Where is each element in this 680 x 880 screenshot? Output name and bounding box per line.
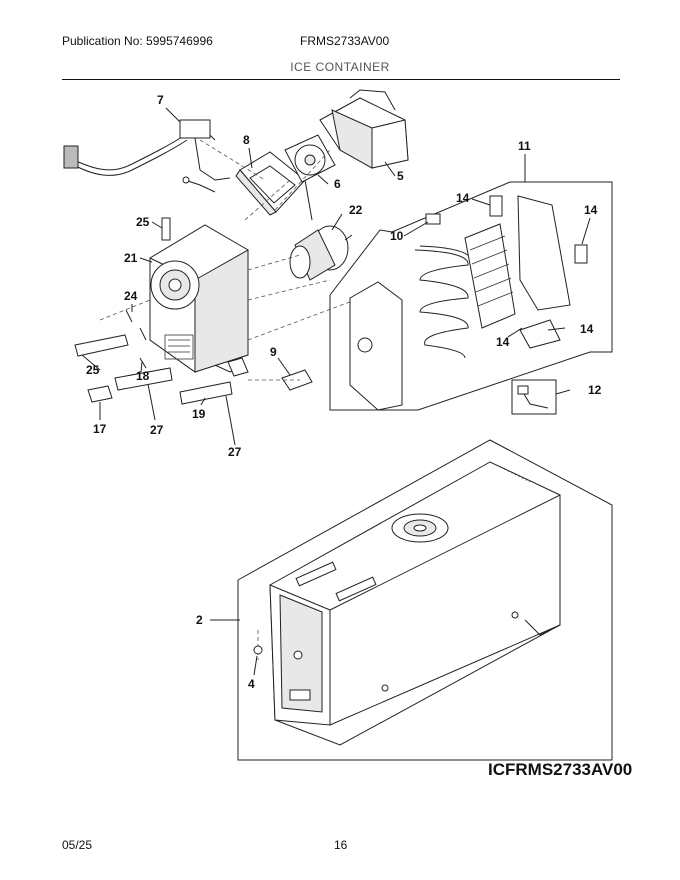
callout-27-b: 27	[228, 445, 242, 459]
callout-25-upper: 25	[136, 215, 150, 229]
section-title: ICE CONTAINER	[290, 60, 390, 74]
model-number: FRMS2733AV00	[300, 34, 390, 48]
callout-6: 6	[334, 177, 341, 191]
heat-exchanger	[464, 223, 516, 329]
callout-21: 21	[124, 251, 138, 265]
callout-18: 18	[136, 369, 150, 383]
callout-2: 2	[196, 613, 203, 627]
diagram-code: ICFRMS2733AV00	[488, 760, 632, 779]
callout-14-c: 14	[580, 322, 594, 336]
callout-27-a: 27	[150, 423, 164, 437]
part-21-auger-housing	[149, 224, 249, 373]
part-7-wire-harness	[63, 119, 231, 193]
part-6-fan	[284, 134, 336, 221]
part-22-auger-motor	[289, 225, 353, 281]
part-11-evaporator-box	[329, 181, 613, 411]
header-rule	[62, 79, 620, 80]
callout-14-a: 14	[456, 191, 470, 205]
leader-lines	[81, 107, 591, 676]
callout-14-d: 14	[496, 335, 510, 349]
evaporator-coil	[414, 245, 473, 359]
alignment-lines	[99, 139, 356, 381]
callout-11: 11	[518, 139, 531, 153]
callout-24: 24	[124, 289, 138, 303]
callout-14-b: 14	[584, 203, 598, 217]
callout-25-lower: 25	[86, 363, 100, 377]
publication-number: Publication No: 5995746996	[62, 34, 213, 48]
callout-19: 19	[192, 407, 206, 421]
callout-4: 4	[248, 677, 255, 691]
callout-10: 10	[390, 229, 404, 243]
callout-7: 7	[157, 93, 164, 107]
footer-date: 05/25	[62, 838, 93, 852]
part-2-ice-container	[237, 439, 613, 761]
page-number: 16	[334, 838, 348, 852]
small-parts	[74, 217, 313, 405]
callout-12: 12	[588, 383, 602, 397]
part-12-sensor-box	[511, 379, 557, 415]
callout-labels: 7 8 6 5 11 25 22 14 14 10 21 24 9 14 14 …	[86, 93, 602, 691]
callout-17: 17	[93, 422, 107, 436]
callout-8: 8	[243, 133, 250, 147]
part-5-air-duct	[319, 89, 409, 169]
callout-5: 5	[397, 169, 404, 183]
callout-9: 9	[270, 345, 277, 359]
callout-22: 22	[349, 203, 363, 217]
part-8-fan-shroud	[235, 151, 306, 216]
